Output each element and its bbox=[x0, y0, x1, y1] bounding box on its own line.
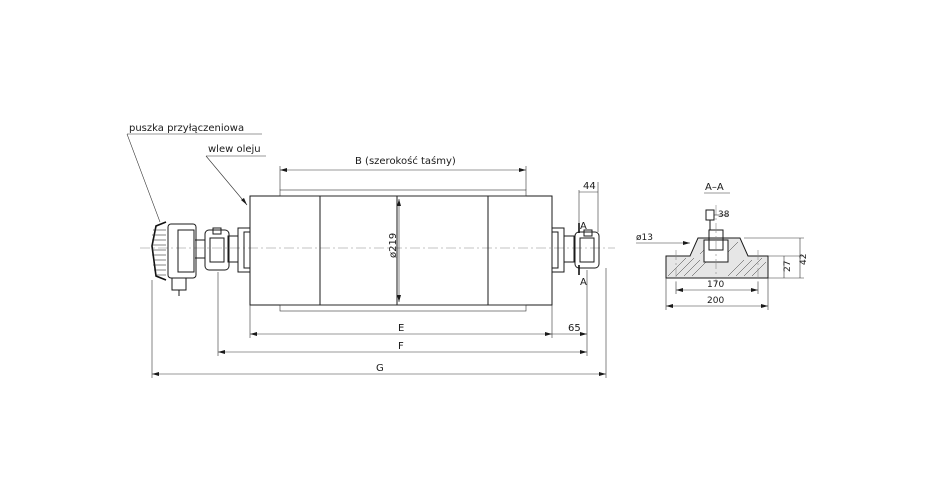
clamping-sleeve-label: puszka przyłączeniowa bbox=[129, 123, 244, 134]
belt-width-label: B (szerokość taśmy) bbox=[355, 155, 456, 167]
right-bolt bbox=[583, 229, 593, 237]
left-bolt bbox=[212, 227, 222, 235]
dim-200-label: 200 bbox=[707, 296, 724, 306]
right-collar bbox=[563, 235, 575, 263]
belt-bottom bbox=[279, 304, 527, 312]
arrow bbox=[152, 372, 159, 376]
arrow bbox=[545, 332, 552, 336]
arrow bbox=[397, 199, 401, 206]
right-flange-inner bbox=[551, 231, 559, 269]
oil-inlet-label: wlew oleju bbox=[208, 144, 261, 155]
connection-box bbox=[167, 223, 197, 279]
bolt-head bbox=[705, 209, 715, 221]
arrow bbox=[218, 350, 225, 354]
section-mark-bottom: A bbox=[580, 277, 587, 288]
drum-body bbox=[249, 195, 553, 306]
dim-42-label: 42 bbox=[799, 254, 809, 265]
left-bearing-inner bbox=[209, 237, 225, 263]
arrow bbox=[241, 198, 247, 205]
arrow bbox=[580, 350, 587, 354]
arrow bbox=[761, 304, 768, 308]
arrow bbox=[280, 168, 287, 172]
dim-170-label: 170 bbox=[707, 280, 724, 290]
section-a-a-view: A–A 38 ø13 bbox=[636, 182, 809, 310]
arrow bbox=[519, 168, 526, 172]
drum-motor-view: ø219 bbox=[126, 123, 615, 378]
arrow bbox=[397, 295, 401, 302]
left-collar bbox=[227, 235, 239, 263]
connection-box-gland bbox=[171, 277, 187, 291]
dim-27-label: 27 bbox=[783, 261, 793, 272]
arrow bbox=[599, 372, 606, 376]
arrow bbox=[676, 288, 683, 292]
left-flange-inner bbox=[243, 231, 251, 269]
arrow bbox=[751, 288, 758, 292]
dim-44-label: 44 bbox=[583, 181, 596, 192]
dim-38-label: 38 bbox=[718, 210, 730, 220]
arrow bbox=[580, 332, 587, 336]
right-bearing-housing bbox=[574, 231, 600, 269]
dim-G-label: G bbox=[376, 363, 384, 374]
arrow bbox=[666, 304, 673, 308]
dim-d13-label: ø13 bbox=[636, 233, 653, 243]
leader-line bbox=[126, 133, 161, 223]
dim-F-label: F bbox=[398, 341, 404, 352]
arrow bbox=[250, 332, 257, 336]
dim-65-label: 65 bbox=[568, 323, 581, 334]
connection-box-inner bbox=[177, 229, 195, 273]
leader-line bbox=[205, 155, 248, 206]
arrow bbox=[683, 241, 690, 245]
right-bearing-inner bbox=[579, 237, 595, 263]
belt-top bbox=[279, 189, 527, 197]
diameter-label: ø219 bbox=[388, 233, 399, 258]
knurl-lines bbox=[152, 229, 166, 276]
knurled-cap bbox=[151, 221, 167, 281]
dim-E-label: E bbox=[398, 323, 404, 334]
section-mark-top: A bbox=[580, 221, 587, 232]
section-title: A–A bbox=[705, 182, 724, 193]
left-bearing-housing bbox=[204, 229, 230, 271]
